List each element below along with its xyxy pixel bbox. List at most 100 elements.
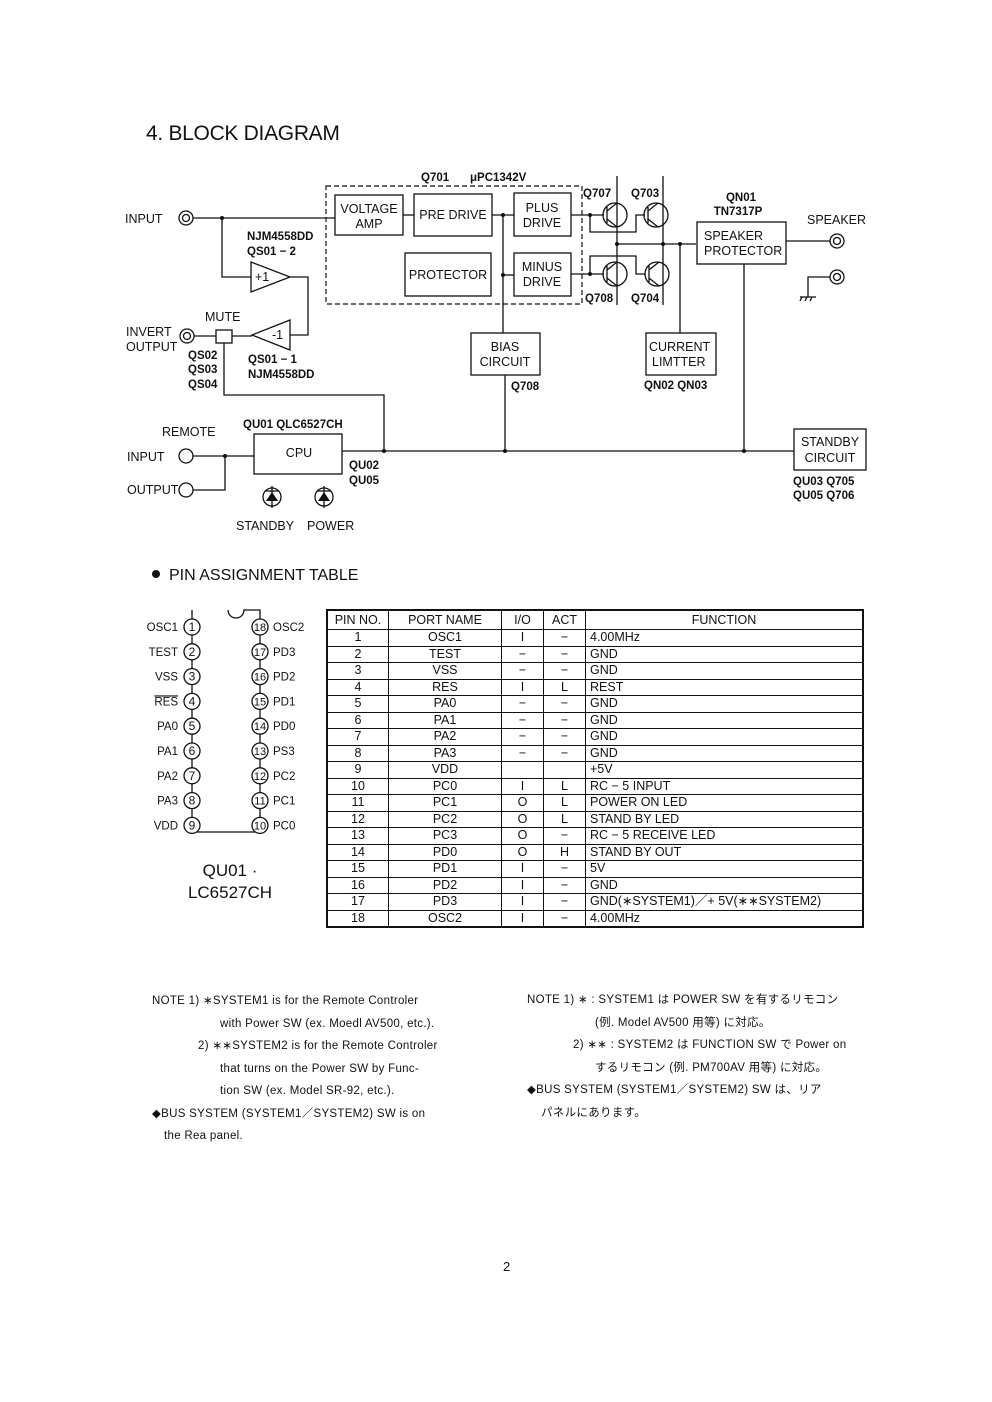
svg-text:QU02: QU02 xyxy=(349,460,379,472)
function-cell: 5V xyxy=(585,860,864,878)
port-name-cell: PC2 xyxy=(388,810,502,828)
pin-circle xyxy=(251,717,269,735)
svg-text:QS04: QS04 xyxy=(188,379,218,391)
ic-body xyxy=(191,609,261,833)
pin-circle xyxy=(251,667,269,686)
pin-label: PC2 xyxy=(273,771,295,783)
pin-number: 18 xyxy=(254,622,266,634)
transistor-q708-icon xyxy=(602,261,628,287)
svg-text:MINUS: MINUS xyxy=(522,260,562,274)
inverter-minus-one-icon xyxy=(250,319,291,351)
pin-number-cell: 5 xyxy=(326,695,389,713)
pin-circle xyxy=(251,643,269,661)
pin-number: 13 xyxy=(254,746,266,758)
pin-number-cell: 12 xyxy=(326,810,389,828)
svg-text:CPU: CPU xyxy=(286,446,312,460)
block-diagram: Q701 μPC1342V INPUT VOLTAGE AMP PRE DRIV… xyxy=(125,172,867,533)
io-cell: I xyxy=(501,876,544,894)
pin-label: PC1 xyxy=(273,796,295,808)
svg-text:QN02 QN03: QN02 QN03 xyxy=(644,380,707,392)
svg-text:PRE DRIVE: PRE DRIVE xyxy=(419,208,486,222)
io-cell xyxy=(501,761,544,779)
port-name-cell: OSC2 xyxy=(388,909,502,928)
io-cell: O xyxy=(501,827,544,845)
svg-text:QU03 Q705: QU03 Q705 xyxy=(793,476,855,488)
pin-label: PC0 xyxy=(273,820,295,832)
svg-text:LIMTTER: LIMTTER xyxy=(652,355,705,369)
function-cell: GND xyxy=(585,876,864,894)
q701-ref: Q701 xyxy=(421,172,450,184)
port-name-cell: PC1 xyxy=(388,794,502,812)
svg-text:OUTPUT: OUTPUT xyxy=(126,340,178,354)
pin-label: RES xyxy=(154,696,178,708)
q701-part: μPC1342V xyxy=(470,172,527,184)
io-cell: − xyxy=(501,728,544,746)
pin-label: PD3 xyxy=(273,647,295,659)
act-cell: − xyxy=(543,893,586,911)
pin-label: PS3 xyxy=(273,746,295,758)
pin-label: PD0 xyxy=(273,721,295,733)
svg-text:NJM4558DD: NJM4558DD xyxy=(248,369,314,381)
function-cell: RC − 5 RECEIVE LED xyxy=(585,827,864,845)
plus-drive-block xyxy=(513,192,572,237)
buffer-plus-one-icon xyxy=(250,261,292,293)
svg-text:INPUT: INPUT xyxy=(127,450,165,464)
svg-text:STANDBY: STANDBY xyxy=(801,435,860,449)
power-led-icon xyxy=(314,486,334,508)
pin-number-cell: 18 xyxy=(326,909,389,928)
pin-label: OSC1 xyxy=(147,622,178,634)
io-cell: O xyxy=(501,810,544,828)
pin-number: 14 xyxy=(254,721,266,733)
svg-text:-1: -1 xyxy=(272,328,283,342)
pin-number: 9 xyxy=(189,818,196,832)
svg-text:QU05: QU05 xyxy=(349,475,380,487)
svg-text:QS01 − 1: QS01 − 1 xyxy=(248,354,298,366)
pin-circle xyxy=(183,816,201,835)
standby-led-icon xyxy=(262,486,282,508)
svg-text:BIAS: BIAS xyxy=(491,340,520,354)
io-cell: − xyxy=(501,645,544,663)
pin-circle xyxy=(251,618,269,636)
act-cell: − xyxy=(543,909,586,928)
io-cell: I xyxy=(501,893,544,911)
act-cell: L xyxy=(543,794,586,812)
svg-text:QS03: QS03 xyxy=(188,364,217,376)
port-name-cell: OSC1 xyxy=(388,629,502,647)
pin-number: 6 xyxy=(189,744,196,758)
pin-label: PA0 xyxy=(157,721,178,733)
act-cell: − xyxy=(543,662,586,680)
pin-circle xyxy=(251,767,269,785)
svg-text:CURRENT: CURRENT xyxy=(649,340,710,354)
port-name-cell: PA2 xyxy=(388,728,502,746)
pin-number: 5 xyxy=(189,719,196,733)
io-cell: I xyxy=(501,777,544,795)
port-name-cell: PD3 xyxy=(388,893,502,911)
io-cell: − xyxy=(501,744,544,762)
pin-number-cell: 10 xyxy=(326,777,389,795)
pin-number: 7 xyxy=(189,769,196,783)
function-cell: POWER ON LED xyxy=(585,794,864,812)
io-cell: I xyxy=(501,629,544,647)
notes-english: NOTE 1) ∗SYSTEM1 is for the Remote Contr… xyxy=(152,995,438,1142)
input-jack-icon xyxy=(178,210,194,226)
ground-icon xyxy=(799,296,816,302)
pin-label: VSS xyxy=(155,672,178,684)
svg-text:SPEAKER: SPEAKER xyxy=(807,213,866,227)
io-cell: I xyxy=(501,860,544,878)
pin-circle xyxy=(183,692,201,711)
svg-text:Q704: Q704 xyxy=(631,293,660,305)
pin-number: 4 xyxy=(189,694,196,708)
act-cell: L xyxy=(543,777,586,795)
pin-number: 8 xyxy=(189,794,196,808)
pin-number-cell: 9 xyxy=(326,761,389,779)
current-limiter-block xyxy=(645,332,717,376)
act-cell: − xyxy=(543,728,586,746)
pre-drive-block xyxy=(413,193,493,237)
pin-number-cell: 7 xyxy=(326,728,389,746)
function-cell: GND xyxy=(585,711,864,729)
